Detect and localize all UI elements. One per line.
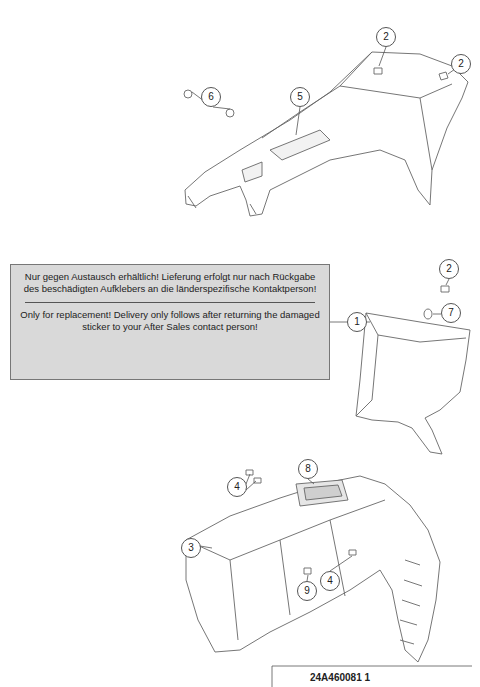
callout-number: 3 xyxy=(181,538,201,558)
note-text: Only for replacement! Delivery only foll… xyxy=(19,309,321,334)
callout-number: 4 xyxy=(227,477,247,497)
callout-number: 2 xyxy=(376,27,396,47)
screw xyxy=(441,286,449,292)
callout-number: 2 xyxy=(451,54,471,74)
screw xyxy=(246,470,356,574)
callout-number: 5 xyxy=(290,87,310,107)
callout-number: 1 xyxy=(347,312,367,332)
headlight-mask xyxy=(356,313,470,454)
screw xyxy=(374,68,448,80)
callout-label: 3 xyxy=(188,543,194,553)
callout-label: 4 xyxy=(234,482,240,492)
front-fender xyxy=(186,476,440,662)
note-text: Nur gegen Austausch erhältlich! Lieferun… xyxy=(19,271,321,296)
rear-fender xyxy=(185,52,468,216)
callout-number: 6 xyxy=(201,87,221,107)
note-box: Nur gegen Austausch erhältlich! Lieferun… xyxy=(10,264,330,380)
callout-number: 9 xyxy=(297,581,317,601)
callout-label: 8 xyxy=(305,464,311,474)
callout-label: 1 xyxy=(354,317,360,327)
callout-number: 7 xyxy=(441,303,461,323)
callout-label: 5 xyxy=(297,92,303,102)
callout-label: 2 xyxy=(383,32,389,42)
callout-label: 2 xyxy=(446,264,452,274)
number-pad xyxy=(296,480,348,506)
callout-number: 8 xyxy=(298,459,318,479)
callout-number: 2 xyxy=(439,259,459,279)
callout-label: 2 xyxy=(458,59,464,69)
leader-line xyxy=(330,322,347,323)
separator-line xyxy=(25,302,315,303)
callout-label: 7 xyxy=(448,308,454,318)
drawing-number: 24A460081 1 xyxy=(310,672,370,683)
callout-number: 4 xyxy=(320,571,340,591)
callout-label: 9 xyxy=(304,586,310,596)
callout-label: 6 xyxy=(208,92,214,102)
callout-label: 4 xyxy=(327,576,333,586)
